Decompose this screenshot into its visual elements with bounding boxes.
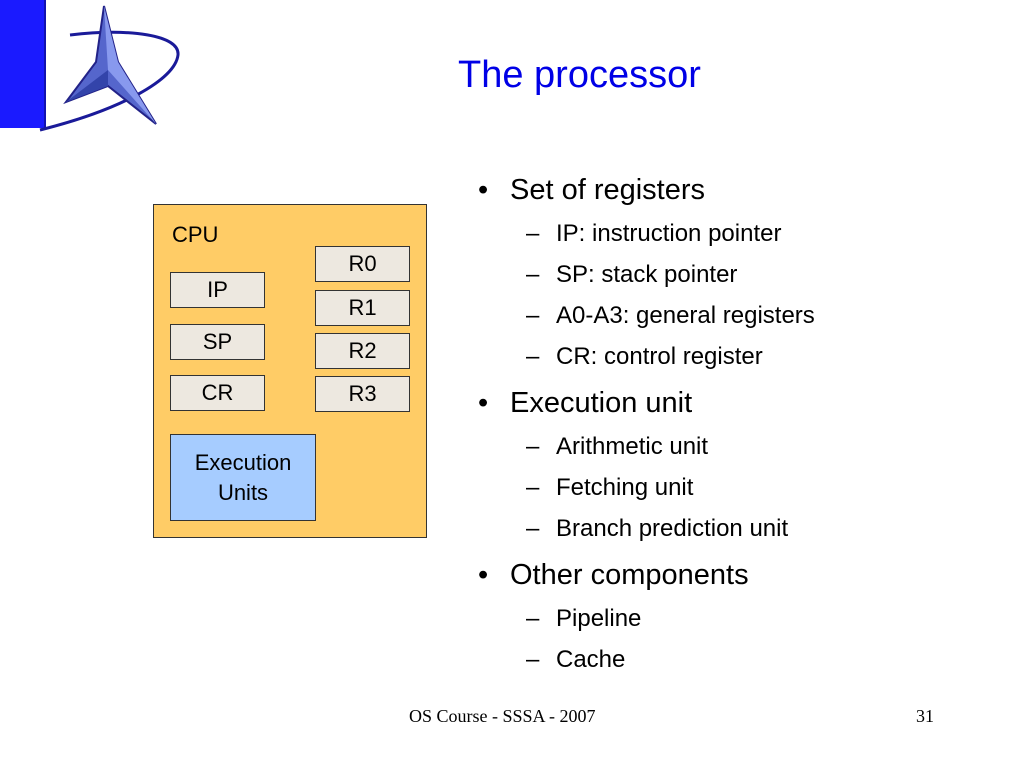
sub-bullet-item: –SP: stack pointer: [526, 260, 738, 290]
bullet-text: Execution unit: [510, 387, 693, 419]
register-ip: IP: [170, 272, 265, 308]
sub-bullet-item: –A0-A3: general registers: [526, 301, 815, 331]
slide-title: The processor: [458, 54, 701, 96]
sub-bullet-item: –Fetching unit: [526, 473, 694, 503]
logo-blue-bar: [0, 0, 46, 128]
sub-bullet-item: –Branch prediction unit: [526, 514, 789, 544]
dash-marker: –: [526, 646, 540, 673]
logo-star-icon: [39, 5, 180, 132]
dash-marker: –: [526, 343, 540, 370]
register-r2: R2: [315, 333, 410, 369]
dash-marker: –: [526, 302, 540, 329]
register-r1: R1: [315, 290, 410, 326]
dash-marker: –: [526, 515, 540, 542]
dash-marker: –: [526, 261, 540, 288]
register-sp: SP: [170, 324, 265, 360]
execution-units-line1: Execution: [194, 449, 292, 475]
dash-marker: –: [526, 474, 540, 501]
bullet-item: • Other components: [478, 558, 749, 592]
sub-bullet-text: Branch prediction unit: [556, 515, 789, 542]
bullet-text: Other components: [510, 559, 749, 591]
bullet-item: • Set of registers: [478, 173, 706, 207]
register-r3: R3: [315, 376, 410, 412]
bullet-text: Set of registers: [510, 174, 706, 206]
execution-units-box: Execution Units: [170, 434, 316, 521]
page-number: 31: [916, 706, 934, 726]
footer-text: OS Course - SSSA - 2007: [409, 706, 596, 726]
dash-marker: –: [526, 433, 540, 460]
sub-bullet-item: –Arithmetic unit: [526, 432, 709, 462]
bullet-item: • Execution unit: [478, 386, 693, 420]
sub-bullet-text: Cache: [556, 646, 626, 673]
execution-units-line2: Units: [217, 479, 269, 505]
register-r0: R0: [315, 246, 410, 282]
sub-bullet-text: Fetching unit: [556, 474, 694, 501]
sub-bullet-item: –Cache: [526, 645, 626, 675]
sub-bullet-text: Arithmetic unit: [556, 433, 709, 460]
sub-bullet-text: A0-A3: general registers: [556, 302, 815, 329]
sub-bullet-item: –Pipeline: [526, 604, 642, 634]
register-cr: CR: [170, 375, 265, 411]
bullet-marker: •: [478, 174, 489, 206]
dash-marker: –: [526, 220, 540, 247]
sub-bullet-text: IP: instruction pointer: [556, 220, 782, 247]
sub-bullet-text: Pipeline: [556, 605, 642, 632]
dash-marker: –: [526, 605, 540, 632]
bullet-marker: •: [478, 559, 489, 591]
cpu-label: CPU: [172, 222, 219, 247]
sub-bullet-text: CR: control register: [556, 343, 763, 370]
sub-bullet-item: –CR: control register: [526, 342, 763, 372]
sub-bullet-text: SP: stack pointer: [556, 261, 738, 288]
bullet-marker: •: [478, 387, 489, 419]
sub-bullet-item: –IP: instruction pointer: [526, 219, 782, 249]
